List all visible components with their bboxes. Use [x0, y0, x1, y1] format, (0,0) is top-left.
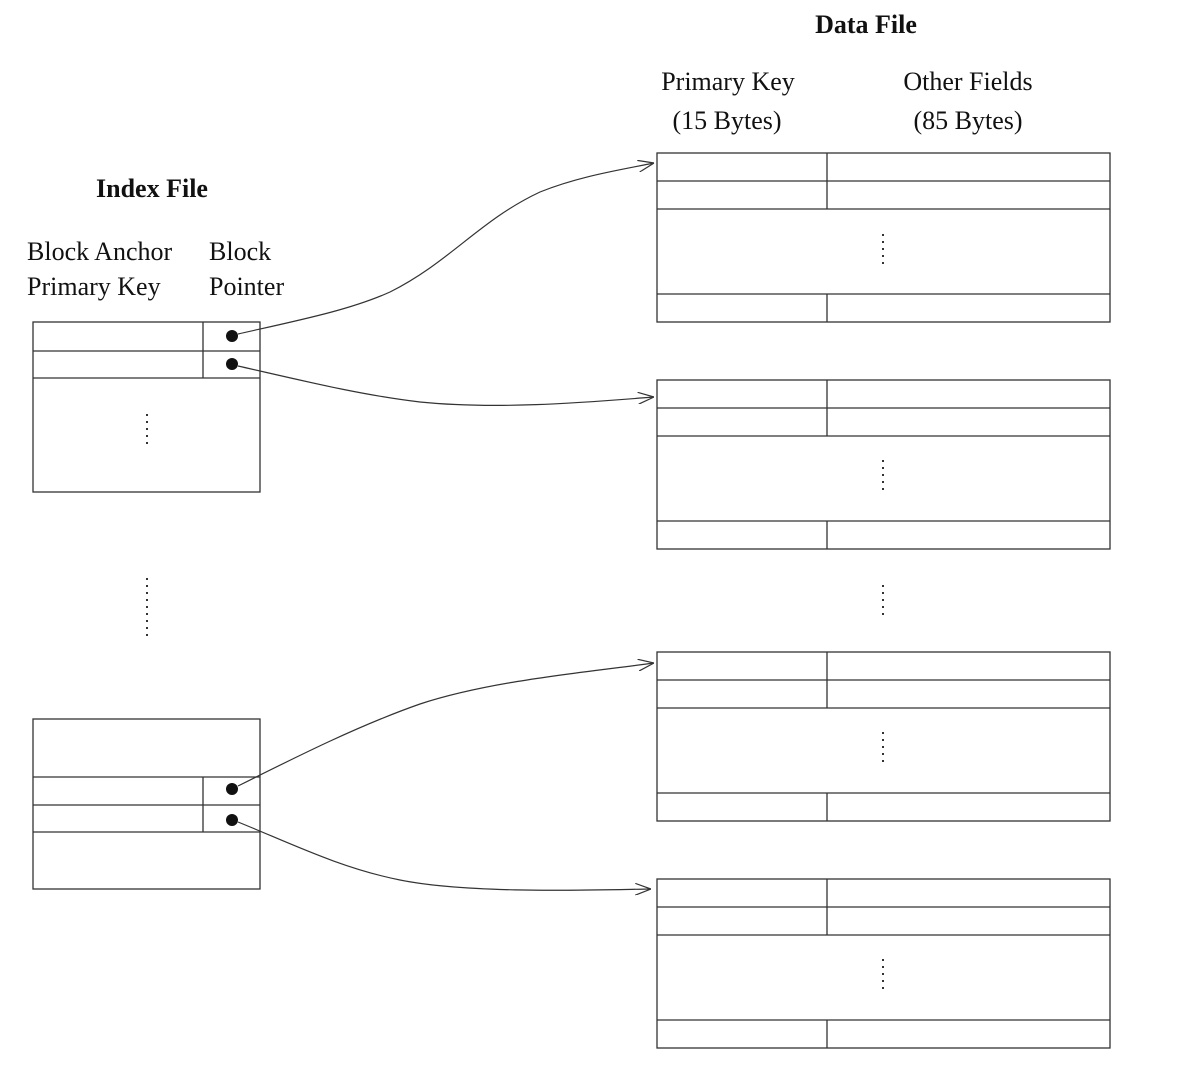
data-block-1 — [656, 152, 1111, 323]
pointer-arrow-4 — [237, 821, 651, 890]
data-block-4 — [656, 878, 1111, 1049]
pointer-arrow-1 — [237, 163, 654, 335]
data-file-title: Data File — [815, 10, 917, 39]
index-block-2 — [32, 718, 261, 890]
data-file-col2-header-line2: (85 Bytes) — [913, 106, 1022, 135]
index-block-1-pointer-1 — [226, 330, 238, 342]
index-block-1-pointer-2 — [226, 358, 238, 370]
index-file-title: Index File — [96, 174, 208, 203]
data-file-col1-header-line2: (15 Bytes) — [672, 106, 781, 135]
index-block-2-pointer-2 — [226, 814, 238, 826]
pointer-arrow-3 — [237, 663, 654, 787]
index-file-col1-header-line2: Primary Key — [27, 272, 161, 301]
index-block-2-pointer-1 — [226, 783, 238, 795]
data-block-2 — [656, 379, 1111, 550]
data-file-col2-header-line1: Other Fields — [903, 67, 1032, 96]
index-file-col2-header-line1: Block — [209, 237, 271, 266]
index-block-1 — [32, 321, 261, 493]
index-file-col2-header-line2: Pointer — [209, 272, 284, 301]
data-block-3 — [656, 651, 1111, 822]
data-file-col1-header-line1: Primary Key — [661, 67, 795, 96]
pointer-arrow-2 — [237, 365, 654, 406]
index-file-col1-header-line1: Block Anchor — [27, 237, 172, 266]
